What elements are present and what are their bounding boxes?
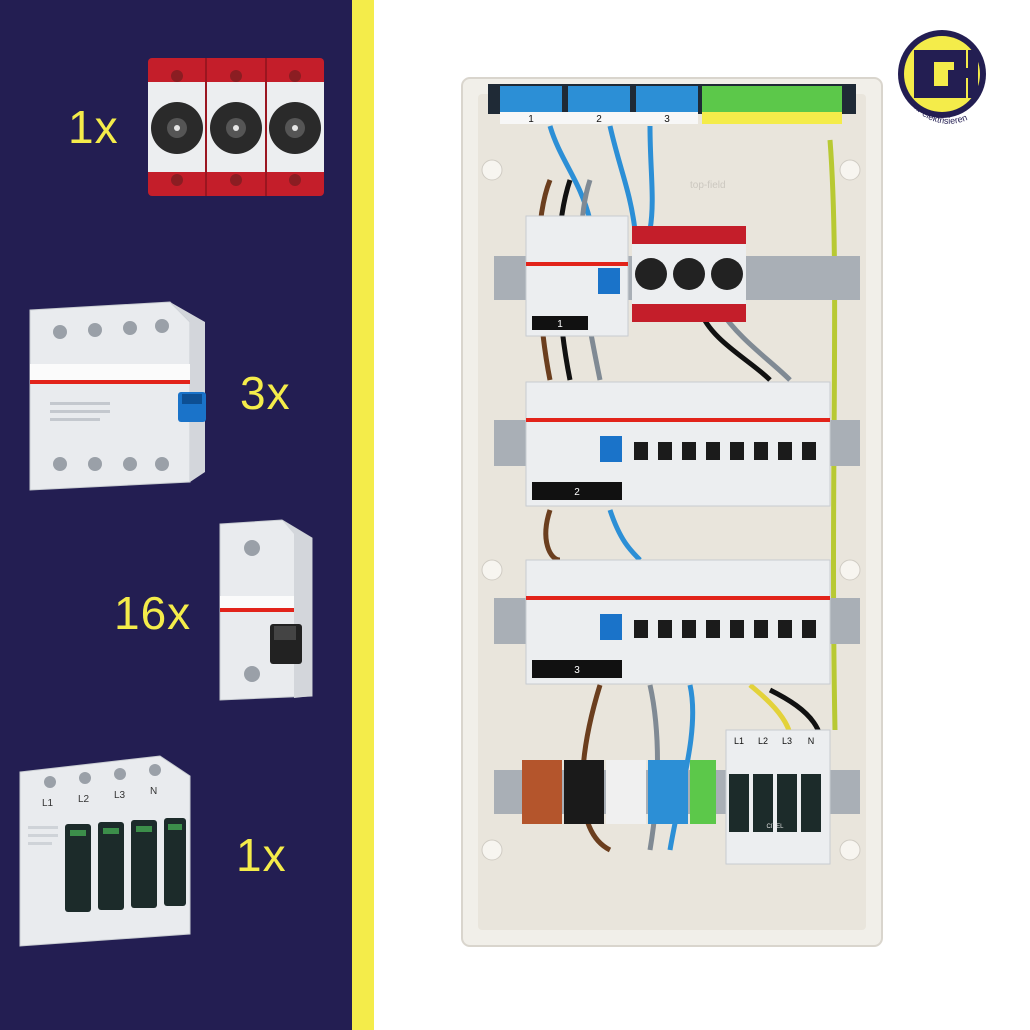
svg-text:L2: L2 <box>78 794 90 805</box>
quantity-label-spd: 1x <box>236 829 287 881</box>
company-logo: ... wir elektrisieren <box>892 28 1002 138</box>
rcd-4pole-icon <box>20 292 220 497</box>
quantity-label-mcb: 16x <box>114 587 192 639</box>
spd-phase-l3: L3 <box>782 736 792 746</box>
spd-phase-l1: L1 <box>734 736 744 746</box>
distribution-cabinet-photo: 1 2 3 top-field <box>450 70 890 950</box>
yellow-divider <box>352 0 374 1030</box>
fuse-switch-3pole-icon <box>140 52 330 207</box>
busbar-number-2: 2 <box>596 114 602 125</box>
svg-text:L3: L3 <box>114 790 126 801</box>
quantity-label-rcd: 3x <box>240 367 291 419</box>
row-label-1: 1 <box>557 319 563 330</box>
top-field-label: top-field <box>690 180 726 191</box>
busbar-number-1: 1 <box>528 114 534 125</box>
busbar-number-3: 3 <box>664 114 670 125</box>
mcb-1pole-icon <box>212 514 322 709</box>
spd-phase-l2: L2 <box>758 736 768 746</box>
row-label-3: 3 <box>574 665 580 676</box>
svg-text:N: N <box>150 786 157 797</box>
spd-phase-n: N <box>808 736 815 746</box>
quantity-label-fuse: 1x <box>68 101 119 153</box>
spd-brand-label: CITEL <box>766 824 784 830</box>
product-list-panel: 1x 3x 16x <box>0 0 352 1030</box>
svg-text:L1: L1 <box>42 798 54 809</box>
row-label-2: 2 <box>574 487 580 498</box>
surge-protector-icon: L1 L2 L3 N <box>10 746 210 961</box>
